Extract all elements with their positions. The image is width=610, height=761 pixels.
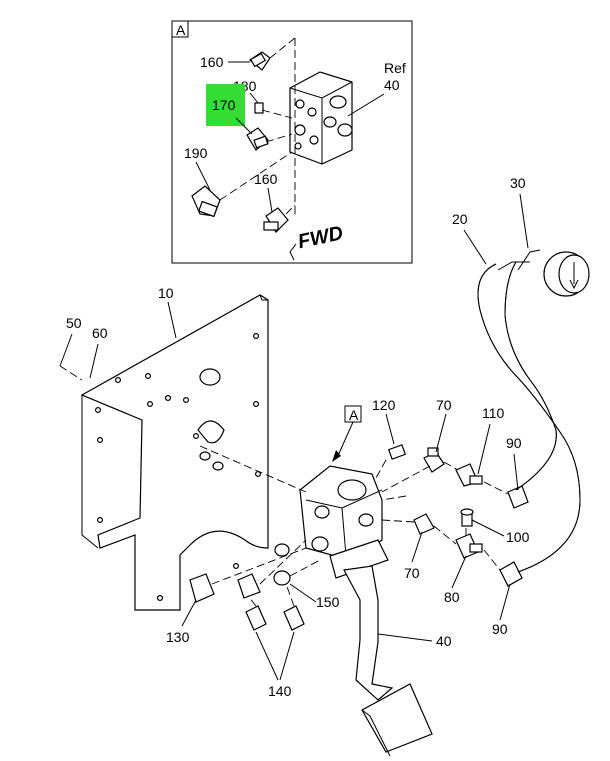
inset-view-letter: A bbox=[176, 22, 186, 38]
inset-fitting-160-top bbox=[248, 51, 271, 71]
inset-fitting-190 bbox=[191, 185, 221, 218]
fitting-120 bbox=[375, 444, 407, 479]
callout-130: 130 bbox=[166, 629, 190, 645]
highlight-170-box bbox=[206, 84, 245, 126]
callout-90-bottom: 90 bbox=[492, 621, 508, 637]
callout-100: 100 bbox=[506, 529, 530, 545]
fitting-110 bbox=[455, 463, 483, 487]
mounting-plate bbox=[80, 294, 269, 611]
callout-160-top: 160 bbox=[200, 54, 224, 70]
callout-190: 190 bbox=[184, 145, 208, 161]
callout-80: 80 bbox=[444, 589, 460, 605]
fwd-arrow-icon bbox=[289, 243, 297, 261]
callout-70-bottom: 70 bbox=[404, 565, 420, 581]
inset-detail-view: A bbox=[171, 20, 413, 264]
callout-170: 170 bbox=[212, 97, 236, 113]
ref-label: Ref bbox=[384, 60, 406, 76]
callout-30: 30 bbox=[510, 175, 526, 191]
fitting-140 bbox=[245, 605, 305, 631]
fitting-70-bottom bbox=[413, 513, 435, 535]
hose-lines bbox=[477, 249, 581, 573]
ref-number: 40 bbox=[384, 77, 400, 93]
callout-10: 10 bbox=[158, 285, 174, 301]
brake-pedal bbox=[343, 565, 433, 757]
inset-border bbox=[171, 20, 413, 264]
brake-valve-assembly bbox=[299, 465, 389, 579]
callout-70-top: 70 bbox=[436, 397, 452, 413]
pressure-gauge bbox=[543, 251, 590, 297]
fitting-130 bbox=[189, 573, 261, 603]
view-a-letter: A bbox=[349, 407, 359, 423]
fitting-150 bbox=[273, 543, 291, 586]
callout-160-bottom: 160 bbox=[254, 171, 278, 187]
fitting-100 bbox=[460, 508, 474, 527]
callout-140: 140 bbox=[268, 683, 292, 699]
callout-110: 110 bbox=[482, 405, 505, 421]
fitting-80 bbox=[455, 533, 483, 559]
fitting-90-bottom bbox=[499, 561, 523, 587]
fitting-70-top bbox=[423, 447, 445, 473]
callout-40: 40 bbox=[436, 633, 452, 649]
callout-20: 20 bbox=[452, 211, 468, 227]
callout-150: 150 bbox=[316, 594, 340, 610]
inset-fitting-160-bottom bbox=[263, 207, 289, 233]
callout-60: 60 bbox=[92, 325, 108, 341]
view-a-arrow-icon bbox=[332, 450, 341, 462]
inset-fitting-170 bbox=[246, 127, 269, 151]
callout-90-top: 90 bbox=[506, 435, 522, 451]
inset-fitting-180 bbox=[254, 102, 264, 114]
fwd-label: FWD bbox=[296, 222, 345, 253]
callout-50: 50 bbox=[66, 315, 82, 331]
inset-view-letter-box bbox=[171, 20, 189, 38]
callout-120: 120 bbox=[372, 397, 396, 413]
inset-valve-body bbox=[289, 71, 353, 165]
